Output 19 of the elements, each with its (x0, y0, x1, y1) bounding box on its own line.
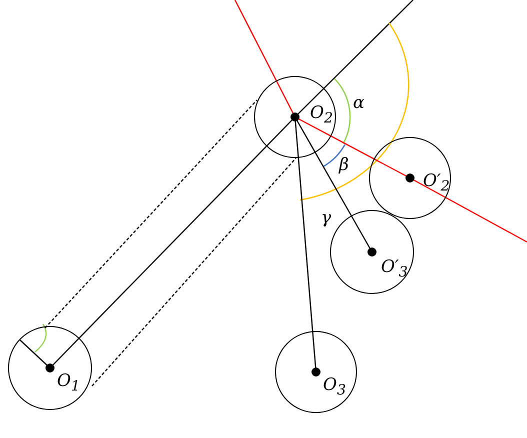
centre-label: O$_{2}$ (310, 105, 333, 126)
centre-label: O′$_{2}$ (423, 173, 450, 194)
centre-label: O$_{1}$ (57, 373, 80, 394)
angle-label: γ (321, 210, 332, 227)
centre-label: O$_{3}$ (323, 377, 346, 398)
angle-label: β (339, 157, 349, 174)
circle (275, 331, 357, 413)
angle-label: α (353, 95, 364, 112)
connector-line (314, 152, 352, 216)
circle (369, 137, 451, 219)
circle (8, 326, 92, 410)
circle (330, 210, 414, 294)
centre-label: O′$_{3}$ (381, 259, 408, 280)
connector-line (92, 158, 296, 386)
connector-line (78, 146, 267, 338)
circle (254, 76, 336, 158)
connector-line (44, 100, 258, 328)
connector-line (330, 136, 374, 160)
connector-line (298, 158, 314, 332)
